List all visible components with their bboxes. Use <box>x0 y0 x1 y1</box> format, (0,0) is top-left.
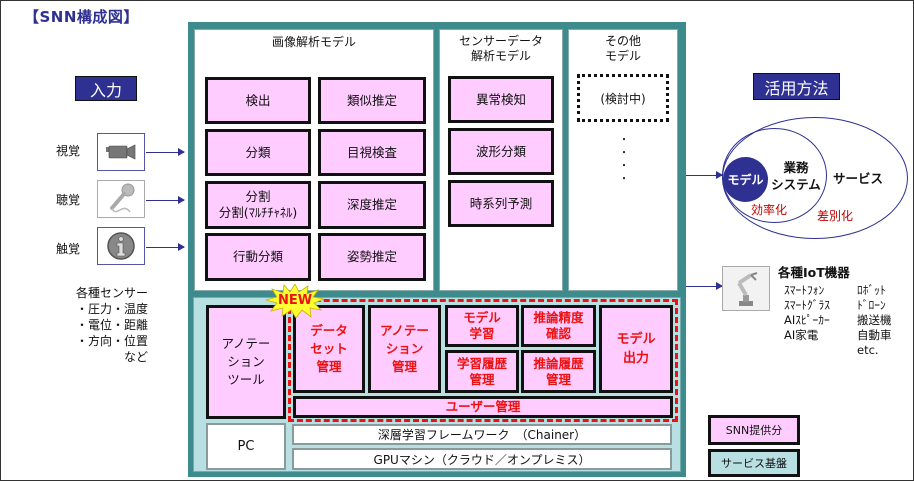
other-model-placeholder: (検討中) <box>577 74 669 122</box>
user-management: ユーザー管理 <box>293 396 673 418</box>
model-waveform-classification: 波形分類 <box>448 128 554 175</box>
iot-item: ﾄﾞﾛｰﾝ <box>857 298 886 312</box>
starburst-icon <box>266 284 324 318</box>
iot-item: ｽﾏｰﾄﾌｫﾝ <box>784 283 825 297</box>
snn-provided-boundary <box>288 299 678 422</box>
business-system-label: 業務 システム <box>770 159 822 193</box>
inference-history: 推論履歴 管理 <box>521 350 596 393</box>
framework-box: 深層学習フレームワーク （Chainer） <box>292 424 672 445</box>
vision-arrow <box>146 148 185 156</box>
model-visual-inspection: 目視検査 <box>318 129 426 176</box>
diagram-title: 【SNN構成図】 <box>24 8 139 26</box>
ellipsis-vertical: ・ ・ ・ ・ <box>619 134 629 186</box>
accuracy-check: 推論精度 確認 <box>521 305 596 347</box>
usage-label: 活用方法 <box>753 73 840 100</box>
legend-snn-provided: SNN提供分 <box>708 415 800 445</box>
model-output: モデル 出力 <box>599 305 673 393</box>
model-depth: 深度推定 <box>318 181 426 229</box>
robot-arm-icon <box>737 271 758 306</box>
dataset-management: データ セット 管理 <box>293 305 365 393</box>
legend-service-base: サービス基盤 <box>708 449 800 477</box>
touch-input-box <box>97 227 145 265</box>
model-similarity: 類似推定 <box>318 77 426 124</box>
platform-to-model-arrow <box>686 171 723 179</box>
ellipsis-dot: ・ <box>619 174 629 185</box>
sensor-heading: 各種センサー <box>75 286 148 300</box>
annotation-management: アノテー ション 管理 <box>368 305 441 393</box>
business-ellipse <box>722 128 827 223</box>
ellipsis-dot: ・ <box>619 148 629 159</box>
iot-item: ﾛﾎﾞｯﾄ <box>857 283 886 297</box>
sense-label-touch: 触覚 <box>56 242 81 256</box>
business-system-line2: システム <box>771 177 821 192</box>
sensor-line: ・圧力・温度 <box>75 302 148 316</box>
touch-arrow <box>146 243 185 251</box>
sensor-line: ・方向・位置 <box>75 334 148 348</box>
platform-container: 画像解析モデル 検出 類似推定 分類 目視検査 分割 分割(ﾏﾙﾁﾁｬﾈﾙ) 深… <box>188 22 686 477</box>
business-system-line1: 業務 <box>783 160 809 175</box>
model-detection: 検出 <box>205 77 311 124</box>
pc-box: PC <box>206 423 286 470</box>
new-badge-label: NEW <box>277 293 313 308</box>
model-action-classification: 行動分類 <box>205 233 311 281</box>
other-model-title-line2: モデル <box>604 49 641 63</box>
iot-item: 搬送機 <box>857 313 892 327</box>
input-label: 入力 <box>75 76 137 101</box>
vision-input-box <box>97 133 145 171</box>
sensor-model-title-line1: センサーデータ <box>458 34 543 48</box>
sense-label-hearing: 聴覚 <box>56 193 81 207</box>
ellipsis-dot: ・ <box>619 135 629 146</box>
iot-item: AIｽﾋﾟｰｶｰ <box>784 313 830 327</box>
gpu-machine-box: GPUマシン（クラウド／オンプレミス） <box>292 448 672 470</box>
platform-to-iot-arrow <box>686 282 723 290</box>
other-model-title: その他 モデル <box>569 30 677 64</box>
sensor-model-title: センサーデータ 解析モデル <box>440 30 562 64</box>
sense-label-vision: 視覚 <box>56 144 81 158</box>
iot-device-box <box>722 266 770 311</box>
other-model-column: その他 モデル <box>568 29 678 291</box>
iot-item: etc. <box>857 343 879 357</box>
hearing-arrow <box>146 196 185 204</box>
model-anomaly-detection: 異常検知 <box>448 76 554 123</box>
iot-title: 各種IoT機器 <box>778 265 850 280</box>
ellipsis-dot: ・ <box>619 161 629 172</box>
model-time-series: 時系列予測 <box>448 180 554 227</box>
model-pose: 姿勢推定 <box>318 233 426 281</box>
microphone-icon <box>110 183 135 213</box>
model-training: モデル 学習 <box>445 305 519 347</box>
iot-list-col1: ｽﾏｰﾄﾌｫﾝ ｽﾏｰﾄｸﾞﾗｽ AIｽﾋﾟｰｶｰ AI家電 <box>784 283 830 343</box>
service-label: サービス <box>833 171 884 186</box>
other-model-title-line1: その他 <box>604 34 641 48</box>
sensor-line: ・電位・距離 <box>75 318 148 332</box>
differentiation-label: 差別化 <box>817 209 854 223</box>
training-history: 学習履歴 管理 <box>445 350 519 393</box>
sensor-list: 各種センサー ・圧力・温度 ・電位・距離 ・方向・位置 など <box>40 285 148 365</box>
model-circle: モデル <box>723 157 768 202</box>
new-badge: NEW <box>266 284 324 318</box>
iot-item: AI家電 <box>784 328 819 342</box>
sensor-model-title-line2: 解析モデル <box>470 49 531 63</box>
model-segmentation: 分割 分割(ﾏﾙﾁﾁｬﾈﾙ) <box>205 181 311 229</box>
iot-item: ｽﾏｰﾄｸﾞﾗｽ <box>784 298 830 312</box>
video-camera-icon <box>106 144 136 160</box>
efficiency-label: 効率化 <box>751 203 788 217</box>
iot-list-col2: ﾛﾎﾞｯﾄ ﾄﾞﾛｰﾝ 搬送機 自動車 etc. <box>857 283 892 358</box>
sensor-line: など <box>123 350 148 364</box>
image-model-title: 画像解析モデル <box>271 35 356 49</box>
info-icon <box>107 232 135 260</box>
annotation-tool: アノテー ション ツール <box>206 305 286 419</box>
iot-item: 自動車 <box>857 328 892 342</box>
model-classification: 分類 <box>205 129 311 176</box>
hearing-input-box <box>97 180 145 218</box>
